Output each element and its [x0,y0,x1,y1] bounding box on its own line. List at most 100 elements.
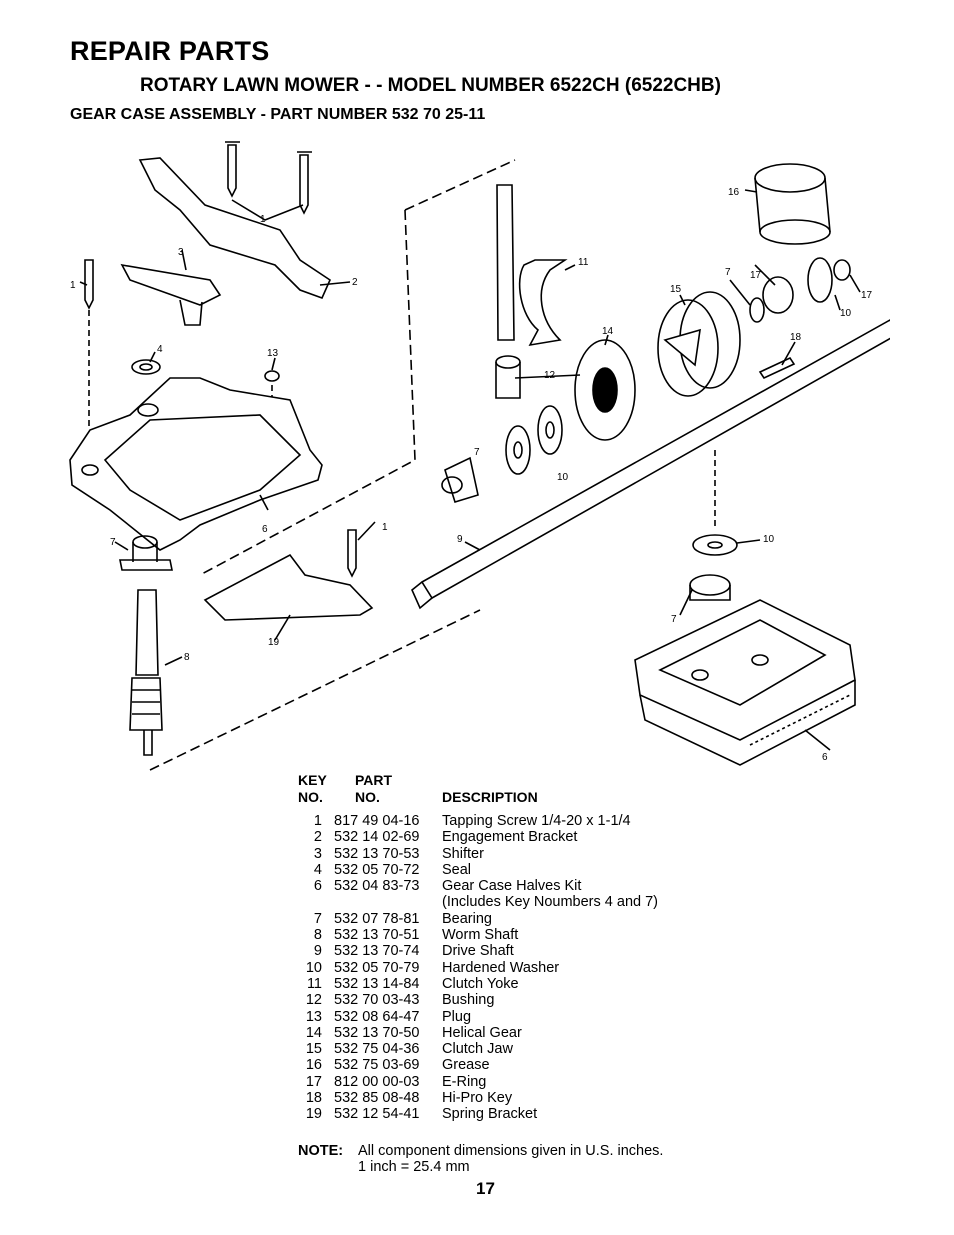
description: Helical Gear [442,1024,522,1041]
part-no: 532 85 08-48 [334,1090,420,1107]
part-no: 532 14 02-69 [334,829,420,846]
part-no: 532 13 14-84 [334,975,420,992]
part-no: 532 75 03-69 [334,1057,420,1074]
key-no: 19 [305,1106,322,1123]
key-no: 14 [305,1024,322,1041]
key-no: 4 [313,861,322,878]
key-no: 9 [313,943,322,960]
callout-17: 17 [750,270,762,281]
description: Engagement Bracket [442,829,578,846]
part-no [322,894,442,910]
key-no: 17 [305,1073,322,1090]
table-row: 12 532 70 03-43 Bushing [296,992,658,1008]
key-no [296,894,322,910]
table-row: 6 532 04 83-73 Gear Case Halves Kit [296,878,658,894]
table-row: 10 532 05 70-79 Hardened Washer [296,960,658,976]
description: (Includes Key Noumbers 4 and 7) [442,894,658,911]
note: NOTE: All component dimensions given in U… [298,1143,663,1159]
key-no: 2 [313,829,322,846]
callout-1: 1 [382,522,388,533]
model-heading: ROTARY LAWN MOWER - - MODEL NUMBER 6522C… [140,75,721,96]
key-no: 12 [305,992,322,1009]
callout-7: 7 [725,267,731,278]
description: E-Ring [442,1073,487,1090]
page-title: REPAIR PARTS [70,36,270,66]
description: Bearing [442,910,492,927]
callout-14: 14 [602,326,614,337]
table-row: 17 812 00 00-03 E-Ring [296,1074,658,1090]
description: Gear Case Halves Kit [442,878,582,895]
table-row: 4 532 05 70-72 Seal [296,862,658,878]
part-no: 812 00 00-03 [334,1073,420,1090]
callout-15: 15 [670,284,682,295]
part-no: 817 49 04-16 [334,813,420,829]
table-row: 3 532 13 70-53 Shifter [296,846,658,862]
key-no: 6 [313,878,322,895]
part-no: 532 13 70-53 [334,845,420,862]
callout-8: 8 [184,652,190,663]
key-no: 10 [305,959,322,976]
key-no: 13 [305,1008,322,1025]
table-row: 15 532 75 04-36 Clutch Jaw [296,1041,658,1057]
part-no: 532 13 70-74 [334,943,420,960]
key-no: 3 [313,845,322,862]
part-no: 532 05 70-72 [334,861,420,878]
description: Bushing [442,992,495,1009]
callout-10: 10 [557,472,569,483]
part-no: 532 07 78-81 [334,910,420,927]
description: Tapping Screw 1/4-20 x 1-1/4 [442,813,631,829]
col-header-key-line1: KEY [298,772,327,788]
key-no: 15 [305,1041,322,1058]
table-row: 2 532 14 02-69 Engagement Bracket [296,829,658,845]
callout-17: 17 [861,290,873,301]
parts-table: 1 817 49 04-16 Tapping Screw 1/4-20 x 1-1/… [296,813,658,1123]
part-no: 532 08 64-47 [334,1008,420,1025]
table-row: 1 817 49 04-16 Tapping Screw 1/4-20 x 1-1/… [296,813,658,829]
callout-7: 7 [671,614,677,625]
callout-10: 10 [840,308,852,319]
note-line-1: All component dimensions given in U.S. i… [358,1143,664,1159]
callout-6: 6 [822,752,828,763]
description: Shifter [442,845,484,862]
col-header-part-line1: PART [355,772,393,788]
callout-7: 7 [474,447,480,458]
description: Hardened Washer [442,959,560,976]
part-no: 532 04 83-73 [334,878,420,895]
description: Spring Bracket [442,1106,538,1123]
callout-18: 18 [790,332,802,343]
page-number: 17 [476,1179,495,1198]
part-no: 532 70 03-43 [334,992,420,1009]
part-no: 532 05 70-79 [334,959,420,976]
exploded-parts-diagram: 1 1 1 2 3 4 6 6 7 7 7 7 8 9 10 10 10 11 … [69,141,890,771]
description: Plug [442,1008,472,1025]
table-row: 7 532 07 78-81 Bearing [296,911,658,927]
description: Clutch Jaw [442,1041,513,1058]
part-no: 532 13 70-51 [334,927,420,944]
part-no: 532 12 54-41 [334,1106,420,1123]
description: Worm Shaft [442,927,519,944]
callout-12: 12 [544,370,556,381]
note-label: NOTE: [298,1143,344,1159]
callout-4: 4 [157,344,163,355]
description: Hi-Pro Key [442,1090,513,1107]
table-row: 13 532 08 64-47 Plug [296,1009,658,1025]
callout-2: 2 [352,277,358,288]
part-no: 532 13 70-50 [334,1024,420,1041]
callout-19: 19 [268,637,280,648]
callout-1: 1 [260,214,266,225]
description: Clutch Yoke [442,975,519,992]
description: Seal [442,861,472,878]
key-no: 7 [313,910,322,927]
callout-6: 6 [262,524,268,535]
part-no: 532 75 04-36 [334,1041,420,1058]
description: Grease [442,1057,490,1074]
callout-13: 13 [267,348,279,359]
col-header-key-line2: NO. [298,789,323,805]
key-no: 1 [313,813,322,829]
table-row: (Includes Key Noumbers 4 and 7) [296,894,658,910]
